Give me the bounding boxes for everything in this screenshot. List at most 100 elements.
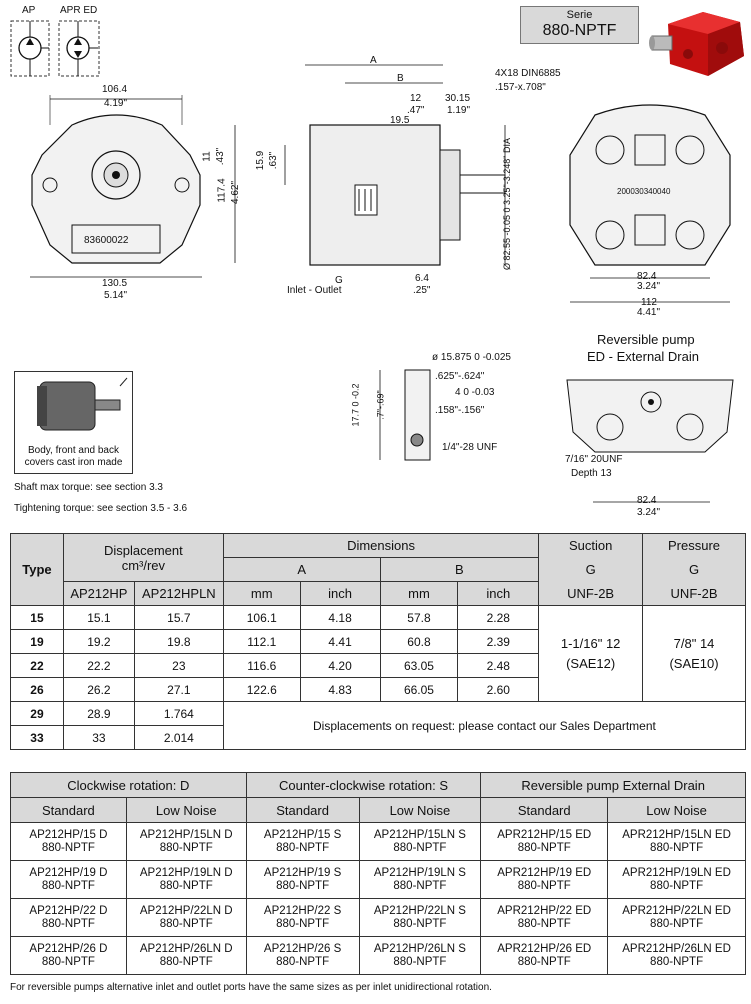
value-cell: 4.83 <box>299 677 381 702</box>
header-ap: AP212HP <box>62 581 135 606</box>
side-d159: 15.9 <box>255 150 267 171</box>
reversible-w-in: 3.24" <box>637 507 661 518</box>
schematic-ap: AP <box>10 5 52 77</box>
header-standard: Standard <box>480 797 609 823</box>
header-low-noise: Low Noise <box>125 797 247 823</box>
front-view-drawing: 106.4 4.19" 11 .43" 117.4 4.62" 83600022… <box>10 84 250 301</box>
shaft-dia: ø 15.875 0 -0.025 <box>432 352 511 363</box>
code-suffix: 880-NPTF <box>159 841 213 854</box>
code-suffix: 880-NPTF <box>159 955 213 968</box>
value-cell: 15.7 <box>133 605 224 630</box>
value-cell: 60.8 <box>379 629 459 654</box>
code-value: AP212HP/15 S <box>263 828 342 841</box>
code-value: APR212HP/15 ED <box>497 828 592 841</box>
side-d119: 1.19" <box>447 105 471 116</box>
front-width-in: 4.19" <box>104 98 128 109</box>
value-cell: 2.28 <box>457 605 540 630</box>
code-suffix: 880-NPTF <box>650 841 704 854</box>
front-right-in: .43" <box>215 147 227 166</box>
pressure-value-2: (SAE10) <box>669 655 719 671</box>
reversible-w-mm: 82.4 <box>637 495 657 506</box>
reversible-thread: 7/16" 20UNF <box>565 454 623 465</box>
code-value: APR212HP/19LN ED <box>622 866 731 879</box>
order-codes-table: Clockwise rotation: D Counter-clockwise … <box>10 772 746 975</box>
shaft-detail-drawing: ø 15.875 0 -0.025 .625"-.624" 4 0 -0.03 … <box>351 345 540 465</box>
code-suffix: 880-NPTF <box>393 841 447 854</box>
shaft-key-in: .158"-.156" <box>435 405 485 416</box>
table-row: 29 28.9 1.764 Displacements on request: … <box>10 701 747 750</box>
type-cell: 15 <box>10 605 64 630</box>
header-suction-g: G <box>538 557 644 582</box>
value-cell: 66.05 <box>379 677 459 702</box>
header-a: A <box>222 557 381 582</box>
code-value: AP212HP/19 S <box>263 866 342 879</box>
reversible-outline <box>566 379 734 503</box>
cast-iron-caption-1: Body, front and back <box>28 445 119 456</box>
code-value: APR212HP/22LN ED <box>622 904 731 917</box>
code-value: APR212HP/26 ED <box>497 942 592 955</box>
code-value: AP212HP/22LN D <box>139 904 233 917</box>
type-cell: 29 <box>10 701 64 726</box>
shaft-detail-outline <box>379 369 431 461</box>
back-label: 200030340040 <box>617 187 671 196</box>
value-cell: 112.1 <box>222 629 301 654</box>
code-suffix: 880-NPTF <box>393 955 447 968</box>
value-cell: 33 <box>62 725 135 750</box>
back-view-drawing: 200030340040 82.4 3.24" 112 4.41" <box>555 95 745 320</box>
footer-note: For reversible pumps alternative inlet a… <box>10 982 492 993</box>
header-pressure-g: G <box>642 557 746 582</box>
code-suffix: 880-NPTF <box>41 879 95 892</box>
header-b-inch: inch <box>457 581 540 606</box>
header-type: Type <box>10 533 64 606</box>
code-value: AP212HP/15LN S <box>373 828 466 841</box>
serie-box: Serie 880-NPTF <box>520 6 639 44</box>
code-value: AP212HP/22 S <box>263 904 342 917</box>
type-cell: 26 <box>10 677 64 702</box>
pump-side-icon <box>37 377 128 431</box>
code-suffix: 880-NPTF <box>650 879 704 892</box>
code-suffix: 880-NPTF <box>517 917 571 930</box>
shaft-h: 17.7 0 -0.2 <box>350 383 361 427</box>
header-b: B <box>379 557 540 582</box>
side-view-outline <box>284 64 506 266</box>
back-w2-mm: 112 <box>641 297 657 308</box>
side-dia: Ø 82.55 -0.05 0 3.25"-3.248" DIA <box>502 138 512 270</box>
code-suffix: 880-NPTF <box>650 955 704 968</box>
header-clockwise: Clockwise rotation: D <box>10 772 247 798</box>
tightening-torque-note: Tightening torque: see section 3.5 - 3.6 <box>14 503 188 514</box>
front-bottom-in: 5.14" <box>104 290 128 301</box>
code-suffix: 880-NPTF <box>276 841 330 854</box>
value-cell: 1.764 <box>133 701 224 726</box>
value-cell: 4.20 <box>299 653 381 678</box>
schematic-apr-ed-label: APR ED <box>60 5 98 16</box>
reversible-title-2: ED - External Drain <box>587 349 699 364</box>
code-value: AP212HP/22LN S <box>373 904 466 917</box>
suction-value-2: (SAE12) <box>566 655 616 671</box>
value-cell: 2.39 <box>457 629 540 654</box>
back-view-outline <box>569 104 731 303</box>
side-d64: 6.4 <box>415 273 429 284</box>
code-value: APR212HP/22 ED <box>497 904 592 917</box>
back-w-mm: 82.4 <box>637 271 657 282</box>
side-d25: .25" <box>413 285 431 296</box>
side-view-drawing: A B 4X18 DIN6885 .157-x.708" 12 .47" 30.… <box>255 55 560 300</box>
value-cell: 23 <box>133 653 224 678</box>
code-suffix: 880-NPTF <box>276 955 330 968</box>
side-d30: 30.15 <box>445 93 471 104</box>
code-suffix: 880-NPTF <box>517 879 571 892</box>
header-standard: Standard <box>245 797 360 823</box>
header-displacement-label: Displacement <box>103 542 183 558</box>
value-cell: 2.014 <box>133 725 224 750</box>
